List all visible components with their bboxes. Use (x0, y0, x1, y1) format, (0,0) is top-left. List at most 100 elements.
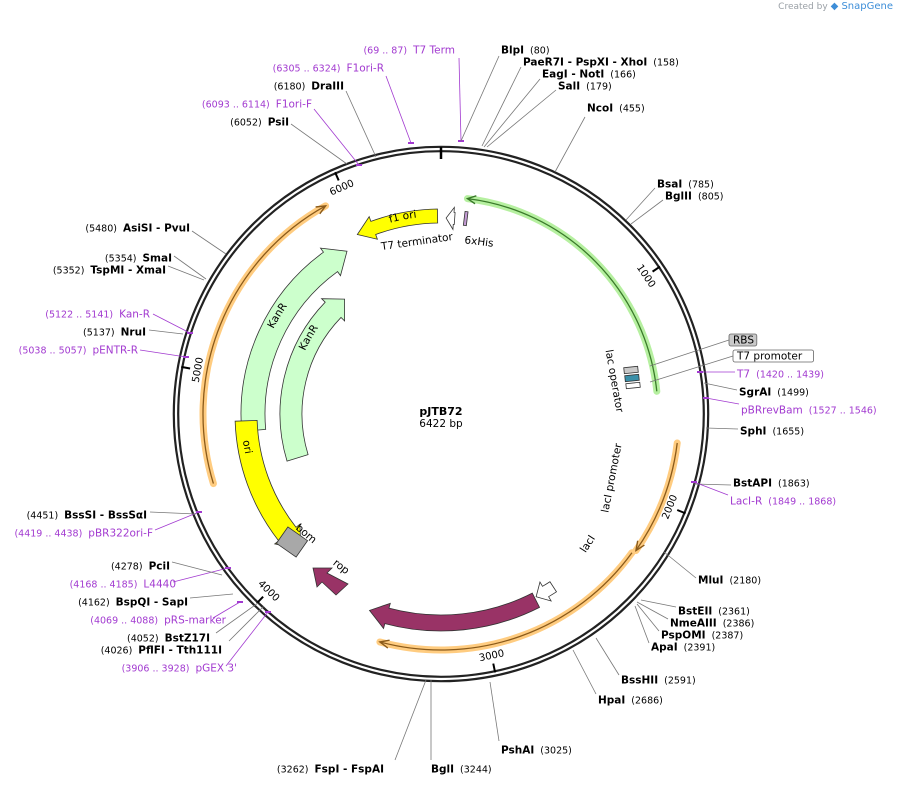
credit-text: Created by (778, 2, 828, 12)
leader-sali (486, 89, 557, 148)
site-pshai: PshAI(3025) (501, 745, 572, 757)
f1-ori-arrow (356, 208, 439, 240)
site-apai: ApaI(2391) (651, 642, 715, 654)
t7-promoter-box (625, 381, 641, 390)
leader-tspmi (167, 265, 205, 281)
tick-label-5000: 5000 (191, 356, 206, 383)
site-bsteii: BstEII(2361) (678, 606, 750, 618)
leader-eagi (483, 78, 541, 148)
site-smai: (5354)SmaI (105, 253, 172, 265)
site-bglii: BglII(805) (665, 191, 723, 203)
primer-f1orir: (6305 .. 6324)F1ori-R (273, 63, 384, 75)
leader-lines (139, 55, 740, 761)
tick-4000 (256, 596, 264, 604)
tick-6000 (334, 171, 340, 181)
leader-pbr322ori-f (154, 511, 200, 531)
site-bsai: BsaI(785) (657, 179, 714, 191)
leader-ncoi (554, 116, 586, 173)
site-tspmi: (5352)TspMI - XmaI (53, 265, 166, 277)
primer-pbr322orif: (4419 .. 4438)pBR322ori-F (14, 528, 153, 540)
leader-f1ori-r (385, 75, 412, 144)
primer-lacir: LacI-R(1849 .. 1868) (730, 496, 836, 508)
kanr-inner-arrow (279, 298, 346, 462)
leader-nmeaiii (636, 601, 669, 620)
t7-promoter-callout-leader (649, 355, 734, 383)
leader-f1ori-f (313, 108, 360, 166)
primer-pgex: (3906 .. 3928)pGEX 3' (122, 663, 237, 675)
green-orf-glow (463, 195, 661, 395)
leader-pbrrevbam (705, 397, 740, 405)
rbs-callout-text: RBS (733, 335, 754, 347)
site-nmeaiii: NmeAIII(2386) (670, 618, 754, 630)
leader-l4440 (172, 567, 229, 583)
leader-bglii (630, 199, 664, 225)
green-orf-head (465, 195, 477, 205)
laci-arrow (368, 592, 541, 632)
leader-paer7i (481, 66, 522, 147)
leader-bstz17i (215, 602, 259, 634)
leader-nrui (148, 329, 184, 335)
leader-prs-marker (212, 601, 241, 619)
orange-orf-right (635, 442, 678, 551)
f1-ori-label: f1 ori (388, 209, 418, 226)
tick-5000 (181, 365, 191, 370)
leader-pshai (489, 681, 500, 742)
tick-label-3000: 3000 (478, 648, 505, 664)
rop-arrow (312, 567, 349, 596)
leader-hpai (572, 649, 597, 695)
leader-psii (290, 123, 348, 165)
site-sali: SalI(179) (558, 81, 612, 93)
snapgene-credit: Created by ◆ SnapGene (778, 1, 893, 12)
site-bstz17i: (4052)BstZ17I (127, 633, 210, 645)
ori-label: ori (240, 439, 254, 455)
site-bsshii: BssHII(2591) (621, 675, 696, 687)
site-sgrai: SgrAI(1499) (739, 387, 809, 399)
rbs-box (623, 365, 639, 375)
leader-laci-r (693, 481, 729, 496)
site-bgli: BglI(3244) (431, 764, 492, 776)
site-sphi: SphI(1655) (740, 426, 804, 438)
orange-orf-left-head (315, 204, 328, 215)
6xhis-label: 6xHis (464, 234, 494, 249)
leader-pflfi (228, 605, 265, 642)
kanr-outer-arrow (240, 247, 348, 432)
primer-l4440: (4168 .. 4185)L4440 (70, 579, 176, 591)
leader-pspomi (636, 603, 660, 632)
t7-terminator-arrow (445, 206, 456, 231)
orange-orf-right-lower-head (378, 639, 390, 649)
leader-asisi (191, 230, 227, 255)
leader-bspqi (189, 593, 234, 599)
orange-orf-right-lower-glow (376, 549, 636, 654)
leader-bsshii (595, 637, 620, 676)
primer-f1orif: (6093 .. 6114)F1ori-F (202, 99, 312, 111)
leader-bsssi (149, 511, 197, 515)
leader-bsai (625, 187, 656, 221)
site-pflfi: (4026)PflFI - Tth111I (101, 645, 222, 657)
green-orf (467, 197, 658, 392)
leader-sphi (705, 427, 739, 430)
leader-bsteii (640, 599, 677, 608)
site-bspqi: (4162)BspQI - SapI (78, 597, 188, 609)
site-ncoi: NcoI(455) (587, 103, 645, 115)
lac-operator-box (624, 373, 640, 383)
tick-3000 (492, 663, 497, 673)
tick-label-1000: 1000 (634, 263, 657, 290)
rop-label: rop (331, 557, 352, 577)
lac-operator-label: lac operator (603, 349, 626, 414)
site-asisi: (5480)AsiSI - PvuI (85, 223, 190, 235)
leader-blpi (460, 55, 500, 142)
leader-t7 (458, 57, 462, 142)
site-eagi: EagI - NotI(166) (542, 69, 636, 81)
brand-name: SnapGene (841, 1, 893, 12)
leader-apai (634, 605, 650, 644)
laci-promoter-arrow (535, 580, 558, 602)
snapgene-logo: ◆ SnapGene (830, 1, 893, 12)
6xhis-box (462, 210, 469, 227)
site-draiii: (6180)DraIII (274, 81, 344, 93)
site-paer7i: PaeR7I - PspXI - XhoI(158) (523, 57, 679, 69)
rbs-callout-box (728, 333, 758, 347)
map-title: pJTB72 6422 bp (419, 405, 463, 430)
